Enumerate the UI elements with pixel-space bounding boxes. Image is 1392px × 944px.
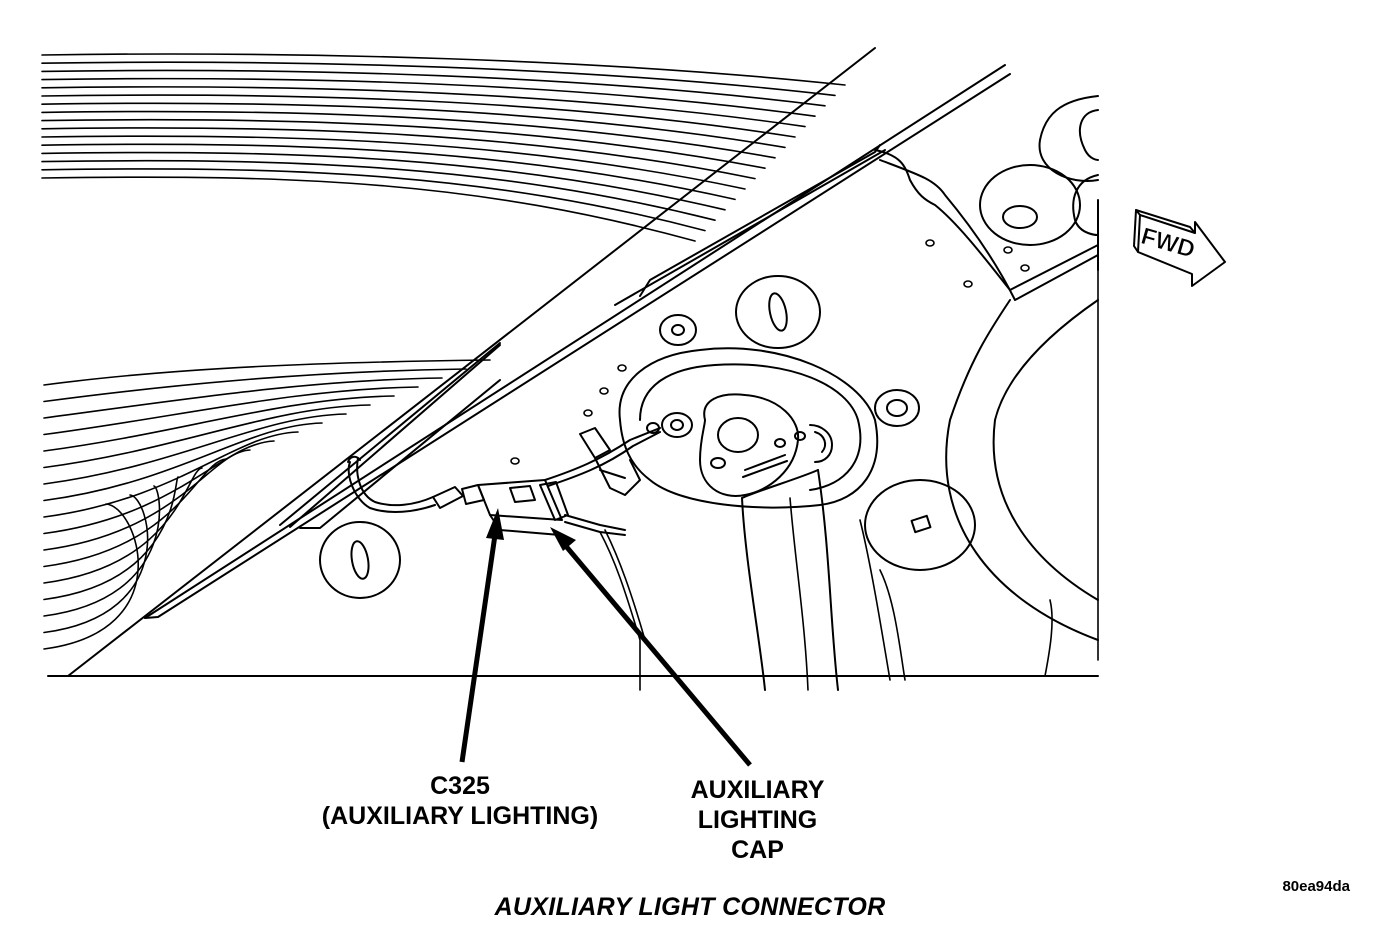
figure-id: 80ea94da — [1282, 878, 1350, 895]
headliner-stripe — [43, 359, 491, 386]
body-openings — [319, 164, 1081, 599]
headliner-stripe — [43, 503, 139, 650]
headliner-stripe — [43, 476, 179, 601]
lower-headliner-stripes — [43, 359, 491, 650]
headliner-stripe — [41, 176, 696, 242]
headliner-stripe — [41, 86, 806, 128]
auxiliary-lighting-cap-label: AUXILIARY LIGHTING CAP — [670, 775, 845, 865]
headliner-stripe — [43, 377, 443, 419]
callout-arrows — [459, 508, 752, 767]
headliner-stripe — [41, 61, 836, 97]
headliner-stripe — [43, 413, 347, 485]
forward-direction-marker: FWD — [1133, 209, 1226, 287]
headliner-stripe — [41, 143, 736, 201]
c325-label-line-1: C325 — [430, 772, 490, 800]
headliner-stripe — [41, 69, 826, 107]
cap-label-line-3: CAP — [731, 836, 784, 864]
headliner-stripe — [41, 151, 726, 211]
roof-panel — [47, 95, 1099, 681]
wiring-harness — [347, 427, 661, 691]
headliner-stripe — [43, 485, 161, 617]
headliner-stripe — [43, 494, 149, 634]
cap-arrowhead — [550, 527, 576, 551]
headliner-stripe — [43, 368, 467, 403]
headliner-stripe — [43, 467, 203, 584]
headliner-stripe — [41, 94, 796, 138]
c325-label-line-2: (AUXILIARY LIGHTING) — [321, 802, 599, 830]
headliner-stripe — [43, 422, 323, 502]
headliner-stripe — [41, 168, 706, 232]
headliner-stripe — [43, 431, 299, 518]
cap-label-line-2: LIGHTING — [697, 806, 818, 834]
light-mount-boss — [618, 347, 879, 509]
diagram-title: AUXILIARY LIGHT CONNECTOR — [494, 893, 886, 921]
cap-label-line-1: AUXILIARY — [690, 776, 825, 804]
headliner-stripe — [41, 102, 786, 149]
c325-connector-label: C325 (AUXILIARY LIGHTING) — [300, 771, 620, 831]
headliner-stripe — [41, 110, 776, 159]
headliner-stripe — [43, 386, 419, 436]
headliner-stripe — [41, 118, 766, 169]
headliner-stripe — [43, 395, 395, 452]
headliner-stripe — [41, 135, 746, 190]
headliner-stripe — [43, 458, 227, 568]
hanging-fabric — [741, 469, 839, 691]
headliner-stripe — [41, 127, 756, 180]
headliner-stripe — [41, 159, 716, 221]
headliner-stripe — [43, 449, 251, 551]
headliner-stripe — [43, 404, 371, 469]
roof-rail — [67, 47, 1011, 677]
c325-arrowhead — [486, 508, 504, 540]
upper-headliner-stripes — [41, 53, 846, 242]
headliner-stripe — [41, 53, 846, 86]
headliner-stripe — [41, 77, 816, 117]
